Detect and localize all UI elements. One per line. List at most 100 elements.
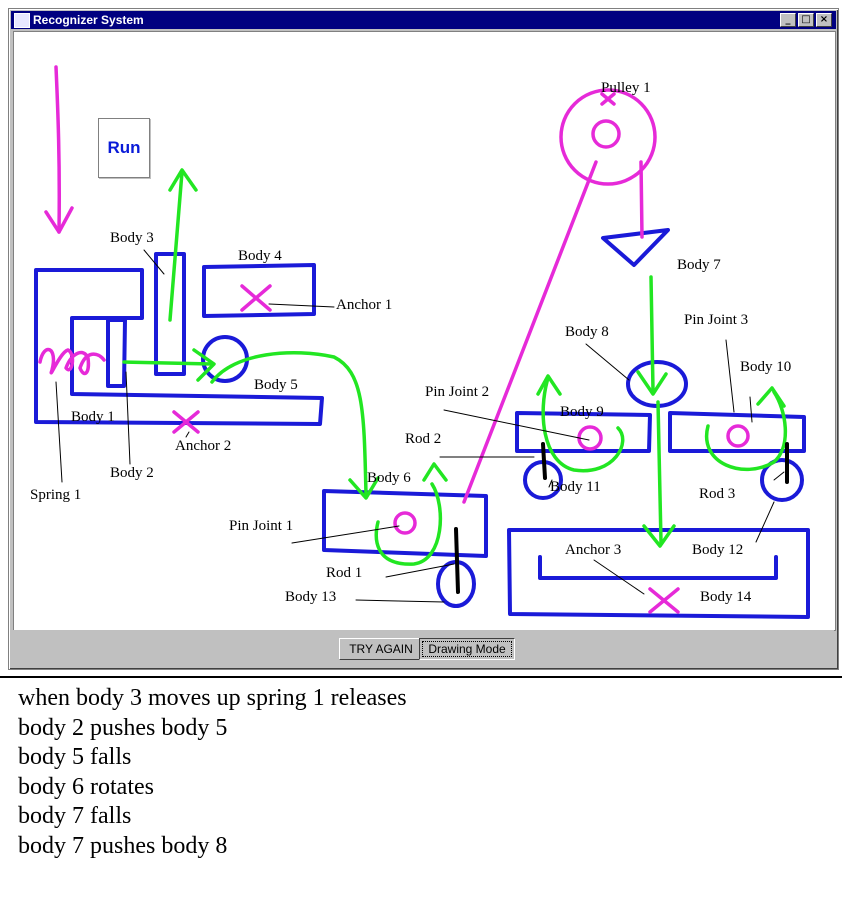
label-body-6: Body 6 [367,470,411,486]
description-line: when body 3 moves up spring 1 releases [18,685,407,711]
body-3-up-head [168,168,198,192]
body-9-rotate-arrow [541,376,625,473]
minimize-button[interactable]: _ [780,13,796,27]
leader-body8 [585,343,630,381]
label-spring-1: Spring 1 [30,487,82,503]
leader-rod3 [773,471,785,481]
behavior-description: when body 3 moves up spring 1 releases b… [18,684,407,861]
rotate-arrow [374,482,443,566]
label-body-1: Body 1 [71,409,115,425]
leader-pinjoint3 [725,339,735,413]
window-title: Recognizer System [33,13,144,27]
body-14-shape [507,528,810,619]
try-again-button[interactable]: TRY AGAIN [339,638,423,660]
leader-body13 [355,599,445,603]
body-7-fall-head [636,370,668,396]
leader-rod1 [385,563,455,578]
rod-2-shape [541,442,547,480]
body-8-fall-head [642,524,676,548]
spring-1-shape [38,347,106,376]
pin-joint-1-shape [393,511,417,535]
body-4-shape [202,263,316,318]
push-arrow-head [192,348,216,382]
separator-line [0,676,842,678]
body-10-rotate-head [756,386,786,408]
body-9-shape [515,411,652,453]
body-7-shape [601,228,670,267]
sketch-drawing [34,65,810,619]
leader-body11 [548,479,553,488]
body-12-shape [760,458,804,502]
label-body-9: Body 9 [560,404,604,420]
label-body-2: Body 2 [110,465,154,481]
body-10-rotate-arrow [704,390,787,472]
drop-arrow-head [44,206,74,234]
leader-pinjoint1 [291,525,400,544]
body-10-shape [668,411,806,453]
fall-arrow-head [348,476,380,500]
label-rod-3: Rod 3 [699,486,736,502]
label-body-5: Body 5 [254,377,298,393]
anchor-3-shape [648,587,680,614]
label-pin-joint-1: Pin Joint 1 [229,518,294,534]
description-line: body 2 pushes body 5 [18,714,228,741]
label-anchor-2: Anchor 2 [175,438,232,454]
app-icon [14,13,30,28]
label-rod-1: Rod 1 [326,565,363,581]
description-line: body 7 pushes body 8 [18,832,228,859]
label-body-3: Body 3 [110,230,154,246]
description-line: body 5 falls [18,744,132,770]
leader-body3 [143,249,165,275]
body-6-shape [322,489,488,558]
label-body-8: Body 8 [565,324,609,340]
body-7-fall-arrow [649,275,655,392]
rotate-arrow-head [422,462,448,482]
push-arrow [122,360,214,366]
anchor-1-shape [240,284,272,312]
leader-pinjoint2 [443,409,590,441]
label-body-14: Body 14 [700,589,752,605]
recognizer-window: Recognizer System _ □ × [8,8,839,670]
body-3-up-arrow [168,170,184,322]
label-body-7: Body 7 [677,257,721,273]
body-9-rotate-head [536,374,562,396]
anchor-2-shape [172,410,200,434]
description-line: body 7 falls [18,803,132,829]
label-anchor-1: Anchor 1 [336,297,393,313]
body-1-shape [34,268,324,426]
pin-joint-3-shape [726,424,750,448]
pulley-mark [600,92,616,106]
leader-spring1 [55,381,63,483]
run-button[interactable]: Run [98,118,150,178]
leader-anchor3 [593,559,645,595]
label-anchor-3: Anchor 3 [565,542,622,558]
description-line: body 6 rotates [18,773,154,800]
rod-1-shape [454,527,460,594]
fall-arrow [210,351,368,496]
bottom-toolbar: TRY AGAIN Drawing Mode [13,630,834,665]
drawing-mode-button[interactable]: Drawing Mode [419,638,515,660]
close-button[interactable]: × [816,13,832,27]
label-rod-2: Rod 2 [405,431,442,447]
leader-body10 [749,396,753,423]
label-body-10: Body 10 [740,359,792,375]
pulley-center [591,119,621,149]
leader-body12 [755,501,775,543]
pin-joint-2-shape [577,425,603,451]
label-body-12: Body 12 [692,542,744,558]
label-pin-joint-2: Pin Joint 2 [425,384,490,400]
label-pulley-1: Pulley 1 [601,80,651,96]
pulley-rope-right [639,160,644,239]
title-bar[interactable]: Recognizer System _ □ × [11,11,836,29]
label-body-11: Body 11 [550,479,601,495]
body-8-fall-arrow [656,400,663,544]
maximize-button[interactable]: □ [798,13,814,27]
body-8-shape [626,360,688,408]
sketch-canvas[interactable]: Run Pulley 1 Body 3 Body 4 Body 7 Anchor… [13,31,836,631]
leader-anchor2 [185,431,190,438]
leader-anchor1 [268,303,335,308]
pulley-1-shape [559,88,657,186]
label-pin-joint-3: Pin Joint 3 [684,312,749,328]
drop-arrow-shaft [54,65,62,234]
label-body-4: Body 4 [238,248,282,264]
